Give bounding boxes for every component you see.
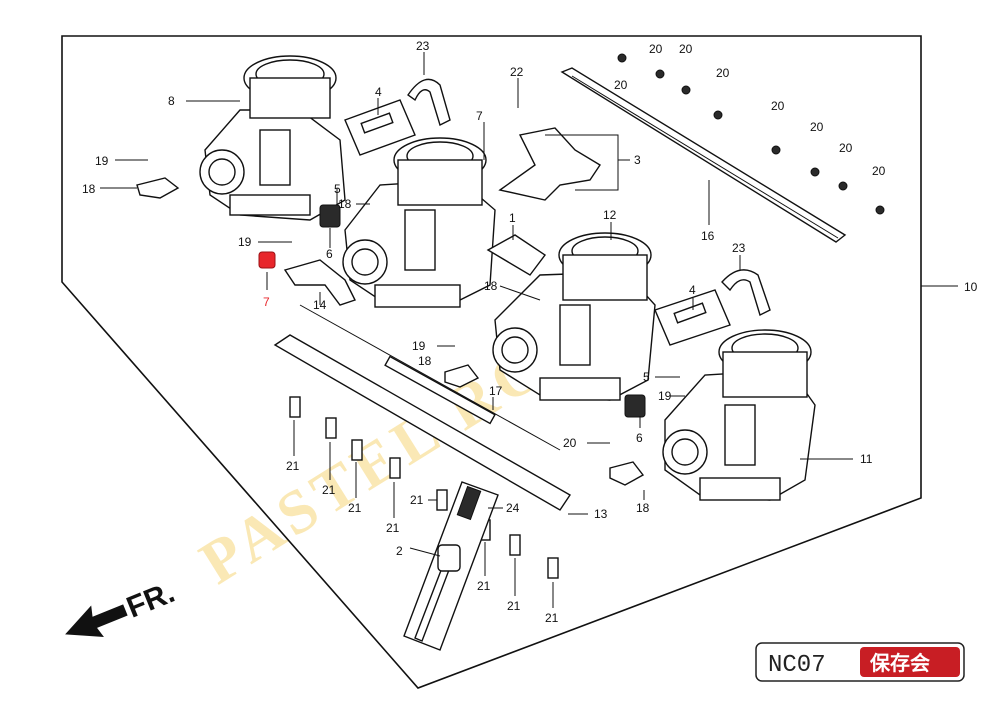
callout-19: 19 (95, 154, 109, 168)
callout-23: 23 (732, 241, 746, 255)
plate-17 (273, 304, 571, 511)
callout-15: 18 (636, 501, 650, 515)
fr-arrow-icon (65, 604, 128, 637)
assembly-frame (61, 35, 922, 689)
callout-21: 21 (286, 459, 300, 473)
callout-18: 18 (484, 279, 498, 293)
clip-15-b (444, 364, 480, 388)
callout-11: 7 (476, 109, 483, 123)
fuel-joint-1 (486, 234, 547, 276)
hose-23-lower (721, 269, 771, 316)
callout-21: 21 (507, 599, 521, 613)
bolts-20 (617, 53, 885, 215)
callout-15: 18 (82, 182, 96, 196)
callout-20: 20 (839, 141, 853, 155)
callout-21: 21 (348, 501, 362, 515)
nc07-logo: NC07 保存会 (755, 642, 965, 682)
callout-18: 18 (338, 197, 352, 211)
callout-20: 20 (679, 42, 693, 56)
leader-lines (100, 52, 958, 608)
callout-17: 17 (489, 384, 503, 398)
callout-24: 24 (506, 501, 520, 515)
callout-6: 6 (326, 247, 333, 261)
callout-2: 2 (396, 544, 403, 558)
gasket-4-upper (344, 99, 416, 156)
callout-20: 20 (649, 42, 663, 56)
logo-cjk: 保存会 (869, 651, 930, 675)
callout-21: 21 (545, 611, 559, 625)
callout-14: 14 (313, 298, 327, 312)
callout-13: 13 (594, 507, 608, 521)
callout-16: 16 (701, 229, 715, 243)
callout-21: 21 (322, 483, 336, 497)
part-7-highlight (258, 251, 276, 269)
callout-12: 8 (168, 94, 175, 108)
callout-18: 19 (658, 389, 672, 403)
callout-4: 4 (689, 283, 696, 297)
callout-5: 5 (643, 370, 650, 384)
callout-labels: 8 19 18 23 4 7 22 3 5 18 6 19 7 9 7 14 1… (82, 39, 978, 625)
carburetor-9 (662, 329, 816, 501)
callout-23: 23 (416, 39, 430, 53)
callout-22: 22 (510, 65, 524, 79)
carburetor-10 (492, 232, 656, 401)
callout-8: 10 (964, 280, 978, 294)
callout-15: 18 (418, 354, 432, 368)
callout-20: 20 (872, 164, 886, 178)
bracket-3 (498, 127, 601, 201)
callout-3: 3 (634, 153, 641, 167)
callout-21: 21 (477, 579, 491, 593)
callout-20: 20 (716, 66, 730, 80)
callout-5: 5 (334, 182, 341, 196)
throttle-screw-assembly (403, 481, 499, 651)
callout-20: 20 (614, 78, 628, 92)
gasket-4-lower (654, 289, 731, 346)
callout-1: 1 (509, 211, 516, 225)
link-14 (283, 259, 356, 306)
spring-6-b (624, 394, 646, 418)
callout-7-label: 7 (263, 295, 270, 309)
callout-9: 11 (860, 452, 873, 466)
callout-10: 12 (603, 208, 617, 222)
carburetor-11 (342, 137, 496, 308)
callout-19: 19 (412, 339, 426, 353)
clip-15-a (136, 177, 180, 199)
clip-15-c (609, 461, 645, 486)
callout-19: 19 (238, 235, 252, 249)
hose-23-upper (407, 78, 451, 126)
callout-21: 21 (386, 521, 400, 535)
carburetor-12 (199, 55, 346, 221)
front-direction-indicator: FR. (65, 576, 179, 637)
callout-20: 20 (810, 120, 824, 134)
logo-text: NC07 (768, 652, 826, 679)
callout-4: 4 (375, 85, 382, 99)
callout-20: 20 (771, 99, 785, 113)
spring-6-a (319, 204, 341, 228)
callout-19: 20 (563, 436, 577, 450)
fr-label: FR. (122, 576, 179, 625)
rail-16 (560, 67, 847, 243)
callout-21: 21 (410, 493, 424, 507)
callout-6: 6 (636, 431, 643, 445)
